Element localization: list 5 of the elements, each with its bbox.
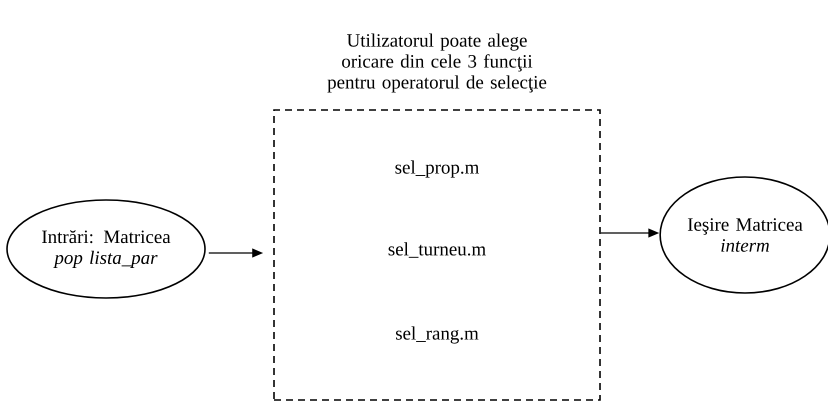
heading: Utilizatorul poate alege oricare din cele 3 funcţii pentru operatorul de selecţie (327, 33, 546, 92)
file-name: sel_rang.m (396, 326, 478, 344)
file-name: sel_turneu.m (388, 242, 486, 258)
ellipse-node: Intrări: Matricea pop lista_par (6, 199, 206, 299)
file-name: sel_prop.m (395, 160, 480, 178)
